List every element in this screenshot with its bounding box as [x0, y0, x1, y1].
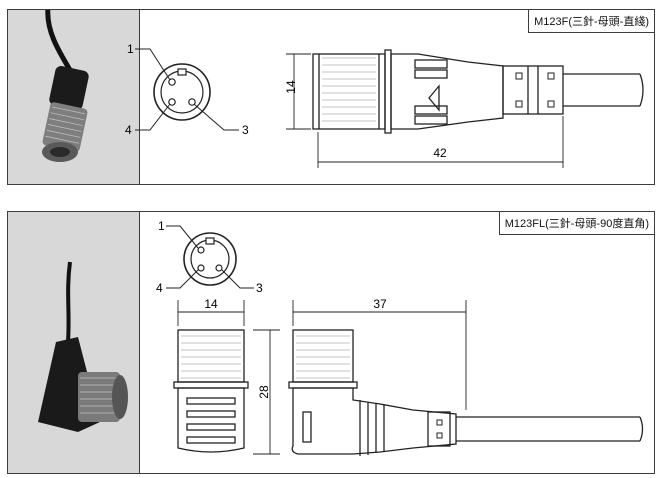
dimension-length: 37	[373, 297, 387, 311]
connector-photo-right-angle	[38, 261, 128, 432]
technical-drawing-straight: 1 4 3	[125, 42, 644, 168]
connector-side-view	[312, 49, 644, 134]
technical-drawing-right-angle: 1 4 3	[156, 219, 644, 456]
pin-label-3: 3	[256, 281, 263, 295]
dimension-lines	[286, 53, 564, 168]
connector-side-view	[288, 329, 644, 456]
dimension-lines	[177, 300, 467, 455]
side-view-pattern	[296, 335, 350, 379]
side-view-pattern	[322, 57, 376, 122]
dimension-length: 42	[433, 146, 447, 160]
product-photo-straight	[8, 7, 140, 184]
pin-label-1: 1	[158, 219, 165, 233]
connector-front-view	[173, 329, 249, 453]
panel-m123f: M123F(三針-母頭-直綫) 1 4 3	[7, 7, 655, 185]
panel-m123fl: M123FL(三針-母頭-90度直角) 1 4 3	[7, 211, 655, 474]
model-label: M123FL(三針-母頭-90度直角)	[498, 211, 655, 235]
dimension-width: 14	[204, 297, 218, 311]
pin-label-3: 3	[242, 123, 249, 137]
front-view-pattern	[181, 335, 241, 379]
dimension-height: 14	[284, 80, 298, 94]
product-photo-right-angle	[8, 212, 140, 473]
pin-face-view	[166, 225, 254, 289]
pin-label-4: 4	[156, 281, 163, 295]
pin-face-view	[135, 48, 239, 131]
model-label: M123F(三針-母頭-直綫)	[528, 9, 655, 33]
pin-label-4: 4	[125, 123, 132, 137]
pin-label-1: 1	[127, 42, 134, 56]
dimension-height: 28	[257, 385, 271, 399]
connector-photo-straight	[42, 7, 89, 162]
